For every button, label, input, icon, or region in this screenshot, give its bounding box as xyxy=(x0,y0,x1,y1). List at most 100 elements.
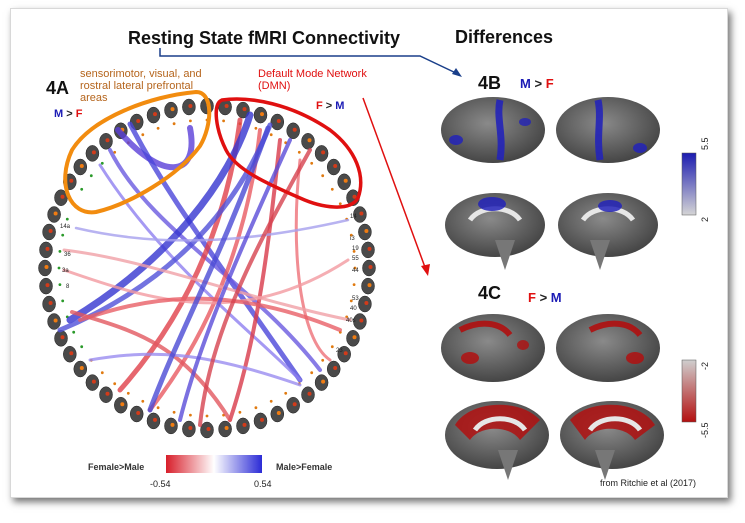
node-label: i3 xyxy=(350,236,355,242)
title-arrows xyxy=(159,48,462,276)
comparison-f-gt-m-4c: F > M xyxy=(528,290,562,305)
brain-node-icon xyxy=(38,259,61,277)
brain-node-icon xyxy=(42,223,65,241)
brain-node-icon xyxy=(146,106,161,130)
brain-node-icon xyxy=(73,158,93,178)
brain-node-icon xyxy=(349,223,372,241)
brain-node-icon xyxy=(47,206,69,223)
comparison-m-gt-f-4a: M > F xyxy=(54,108,83,120)
brain-node-icon xyxy=(42,295,65,313)
connection-fiber xyxy=(147,125,271,413)
brain-node-icon xyxy=(54,330,76,347)
connection-fiber xyxy=(62,248,352,322)
connection-fiber xyxy=(294,158,332,362)
brain-node-icon xyxy=(338,330,360,347)
connectogram-ring xyxy=(38,97,376,439)
brain-node-icon xyxy=(182,98,196,123)
brain-node-icon xyxy=(85,371,104,391)
panel-label-4c: 4C xyxy=(478,283,502,303)
connection-fiber xyxy=(74,218,350,242)
brain-node-icon xyxy=(236,410,250,435)
colorbar-4c-bottom: -5.5 xyxy=(700,422,710,438)
brain-node-icon xyxy=(164,101,178,126)
brain-node-icon xyxy=(99,133,117,154)
brain-4c-medial-left xyxy=(445,401,549,480)
legend-min-value: -0.54 xyxy=(150,479,171,489)
brain-node-icon xyxy=(310,371,329,391)
colorbar-4c xyxy=(681,359,697,423)
brain-node-icon xyxy=(349,295,372,313)
brain-node-icon xyxy=(39,277,62,295)
brain-4b-lateral-right xyxy=(556,97,660,163)
figure-title-continued: Differences xyxy=(455,27,554,47)
colorbar-4b-max: 5.5 xyxy=(700,137,710,150)
brain-node-icon xyxy=(182,413,196,438)
brain-node-icon xyxy=(99,382,117,403)
node-label: 40 xyxy=(350,306,357,312)
node-label: 40s xyxy=(346,318,356,324)
brain-node-icon xyxy=(321,158,341,178)
node-label: 44 xyxy=(352,268,359,274)
brain-node-icon xyxy=(269,113,285,137)
node-label: 14a xyxy=(60,224,71,230)
brain-node-icon xyxy=(63,345,84,363)
brain-node-icon xyxy=(284,122,300,145)
brain-node-icon xyxy=(330,345,351,363)
brain-node-icon xyxy=(253,406,268,430)
brain-node-icon xyxy=(321,358,341,378)
dmn-abbreviation: (DMN) xyxy=(258,80,291,92)
brain-node-icon xyxy=(236,101,250,126)
node-label: 14 xyxy=(350,214,357,220)
legend-male-gt-female: Male>Female xyxy=(276,462,333,472)
comparison-f-gt-m-4a: F > M xyxy=(316,100,345,112)
connectivity-legend-bar xyxy=(166,455,262,473)
brain-node-icon xyxy=(114,391,130,414)
brain-node-icon xyxy=(345,313,367,330)
colorbar-4b-min: 2 xyxy=(700,216,710,222)
node-label: 19 xyxy=(352,246,359,252)
panel-label-4b: 4B xyxy=(478,73,502,93)
node-label: 53 xyxy=(352,296,359,302)
brain-node-icon xyxy=(218,98,232,123)
node-label: 23 xyxy=(336,348,343,354)
brain-node-icon xyxy=(352,277,375,295)
connection-fiber xyxy=(115,125,195,171)
brain-node-icon xyxy=(269,399,285,423)
brain-node-icon xyxy=(85,145,104,165)
brain-node-icon xyxy=(164,410,178,435)
brain-4c-lateral-left xyxy=(441,314,545,382)
node-label: 36 xyxy=(64,252,71,258)
brain-node-icon xyxy=(129,399,145,423)
connectogram-fibers xyxy=(57,111,352,427)
dmn-label: Default Mode Network xyxy=(258,68,367,80)
brain-node-icon xyxy=(47,313,69,330)
connection-fiber xyxy=(78,296,342,332)
brain-node-icon xyxy=(253,106,268,130)
panel-label-4a: 4A xyxy=(46,78,70,98)
brain-node-icon xyxy=(353,259,376,277)
colorbar-4b xyxy=(681,152,697,216)
node-label: 55 xyxy=(352,256,359,262)
brain-node-icon xyxy=(330,173,351,191)
connection-fiber xyxy=(88,352,302,387)
legend-female-gt-male: Female>Male xyxy=(88,462,145,472)
dmn-network-outline xyxy=(214,97,363,209)
legend-max-value: 0.54 xyxy=(254,479,272,489)
brain-node-icon xyxy=(352,241,375,259)
node-label: 8 xyxy=(66,284,70,290)
brain-4b-medial-left xyxy=(445,193,545,270)
figure-title: Resting State fMRI Connectivity xyxy=(128,28,401,48)
source-credit: from Ritchie et al (2017) xyxy=(600,478,697,488)
connection-fiber xyxy=(178,138,292,422)
brain-node-icon xyxy=(39,241,62,259)
brain-node-icon xyxy=(284,391,300,414)
brain-node-icon xyxy=(200,414,214,439)
sensorimotor-network-outline xyxy=(63,89,212,215)
connection-fiber xyxy=(127,121,303,383)
brain-node-icon xyxy=(73,358,93,378)
brain-node-icon xyxy=(146,406,161,430)
brain-4b-medial-right xyxy=(558,193,658,270)
brain-node-icon xyxy=(310,145,329,165)
sensorimotor-network-label: sensorimotor, visual, and rostral latera… xyxy=(80,68,202,104)
